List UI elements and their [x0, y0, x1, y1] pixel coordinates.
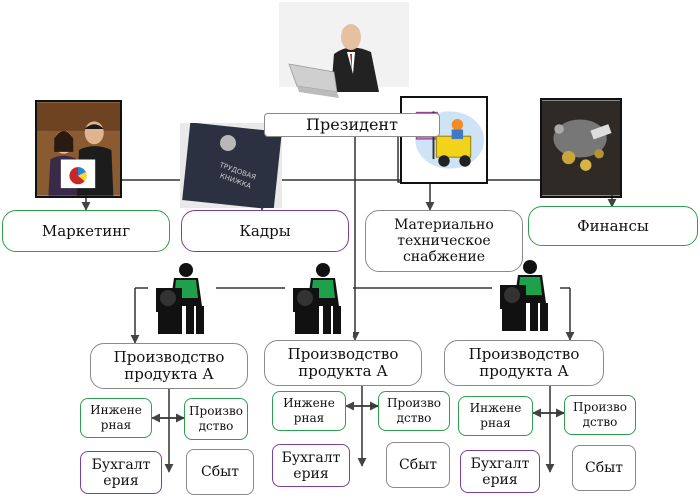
- manufacturing-box-1: Произво дство: [184, 398, 248, 440]
- sales-box-1: Сбыт: [186, 449, 254, 495]
- engineering-box-1: Инжене рная: [80, 398, 152, 438]
- marketing-box: Маркетинг: [2, 210, 170, 252]
- supply-forklift-image: [400, 96, 488, 184]
- marketing-photo: [35, 100, 122, 198]
- worker-image-1: [148, 258, 216, 336]
- hr-book-photo: ТРУДОВАЯ КНИЖКА: [180, 123, 282, 208]
- manufacturing-box-2: Произво дство: [378, 391, 450, 431]
- engineering-box-2: Инжене рная: [272, 391, 346, 431]
- manufacturing-box-3: Произво дство: [564, 395, 636, 435]
- production-box-1: Производство продукта А: [90, 343, 248, 389]
- accounting-box-2: Бухгалт ерия: [272, 444, 350, 487]
- worker-image-2: [285, 258, 353, 336]
- sales-box-2: Сбыт: [386, 442, 450, 488]
- hr-box: Кадры: [181, 210, 349, 252]
- production-box-2: Производство продукта А: [264, 340, 422, 386]
- president-box: Президент: [264, 113, 440, 137]
- supply-box: Материально техническое снабжение: [365, 210, 523, 272]
- production-box-3: Производство продукта А: [444, 340, 604, 386]
- finance-coins-photo: [540, 98, 622, 198]
- president-photo: [279, 2, 409, 110]
- accounting-box-3: Бухгалт ерия: [460, 450, 540, 493]
- accounting-box-1: Бухгалт ерия: [80, 451, 162, 494]
- finance-box: Финансы: [528, 206, 698, 246]
- engineering-box-3: Инжене рная: [458, 396, 533, 436]
- sales-box-3: Сбыт: [572, 445, 636, 491]
